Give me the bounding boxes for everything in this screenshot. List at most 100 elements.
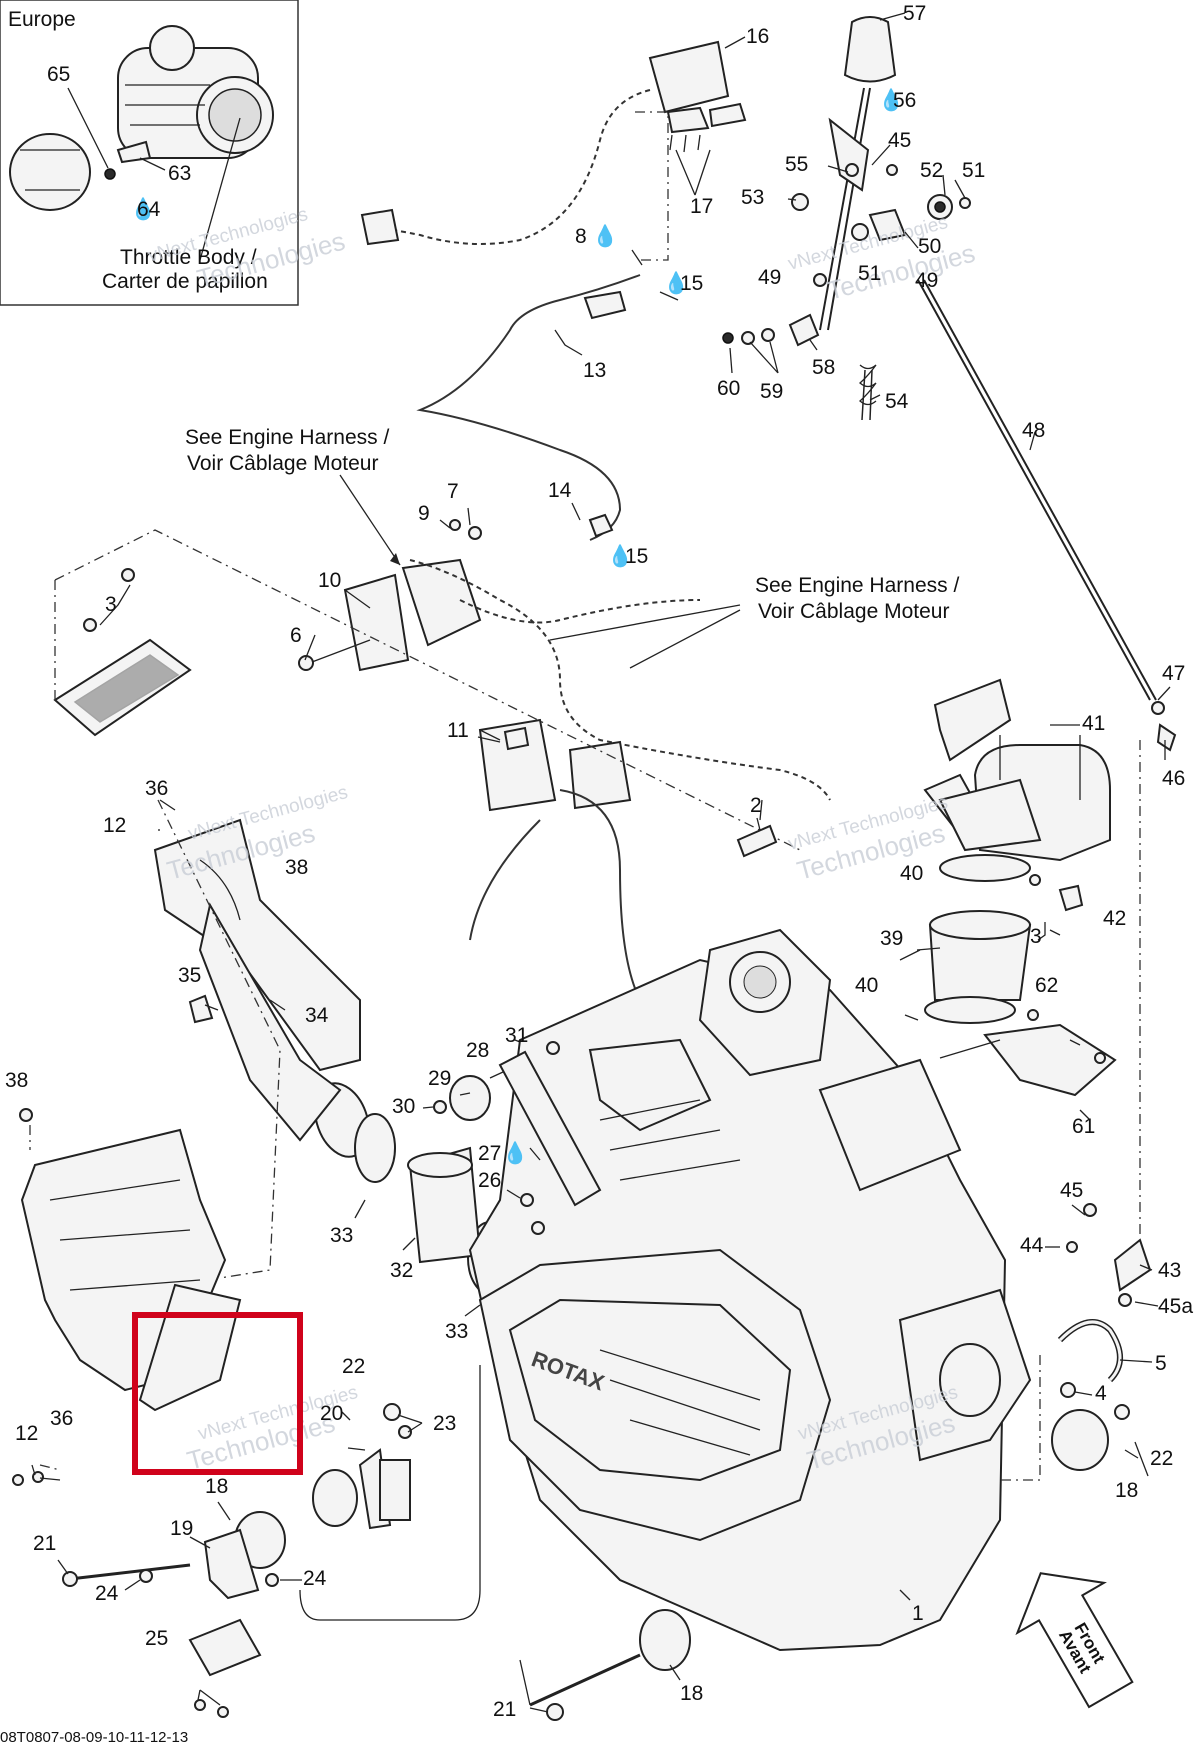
callout-38-top: 38 (285, 856, 308, 879)
callout-21-left: 21 (33, 1532, 56, 1555)
callout-45a-top: 45 (888, 129, 911, 152)
callout-29: 29 (428, 1067, 451, 1090)
callout-46: 46 (1162, 767, 1185, 790)
callout-48: 48 (1022, 419, 1045, 442)
callout-24-left: 24 (95, 1582, 119, 1605)
callout-49-left: 49 (758, 266, 781, 289)
callout-47: 47 (1162, 662, 1185, 685)
leader-lines (31, 12, 1171, 1713)
throttle-body-illustration (9, 25, 274, 261)
callout-54: 54 (885, 390, 909, 413)
inset-region-label: Europe (8, 8, 76, 31)
callout-20: 20 (320, 1402, 343, 1425)
callout-43: 43 (1158, 1259, 1181, 1282)
callout-3-right: 3 (1030, 925, 1042, 948)
callout-25: 25 (145, 1627, 168, 1650)
callout-30: 30 (392, 1095, 415, 1118)
callout-7: 7 (447, 480, 459, 503)
callout-numbers: 57 💧 56 16 17 45 55 52 51 53 50 49 51 49… (5, 2, 1193, 1721)
callout-14: 14 (548, 479, 572, 502)
callout-11: 11 (447, 719, 469, 742)
callout-1: 1 (912, 1602, 924, 1625)
callout-18-left: 18 (205, 1475, 228, 1498)
callout-62: 62 (1035, 974, 1058, 997)
callout-56: 56 (893, 89, 916, 112)
front-direction-arrow: Front Avant (1015, 1572, 1134, 1709)
callout-38-left: 38 (5, 1069, 28, 1092)
callout-3-left: 3 (105, 593, 117, 616)
callout-18-bottom: 18 (680, 1682, 703, 1705)
callout-27: 27 (478, 1142, 501, 1165)
callout-9: 9 (418, 502, 430, 525)
callout-64: 💧 (130, 196, 156, 221)
callout-56-drop: 💧 (878, 87, 904, 112)
harness-notes: See Engine Harness / Voir Câblage Moteur… (185, 426, 959, 669)
callout-55: 55 (785, 153, 808, 176)
inset-caption-line2: Carter de papillon (102, 270, 268, 293)
callout-13: 13 (583, 359, 606, 382)
callout-8-drop: 💧 (592, 223, 618, 248)
callout-36-top: 36 (145, 777, 168, 800)
harness-center (53, 274, 831, 1001)
note-harness-2-line1: See Engine Harness / (755, 574, 959, 597)
callout-22-left: 22 (342, 1355, 365, 1378)
callout-34: 34 (305, 1004, 329, 1027)
callout-42: 42 (1103, 907, 1126, 930)
callout-64-number: 64 (137, 198, 161, 221)
callout-18-right: 18 (1115, 1479, 1138, 1502)
callout-5: 5 (1155, 1352, 1167, 1375)
inset-caption-line1: Throttle Body / (120, 246, 257, 269)
callout-2: 2 (750, 794, 762, 817)
callout-40-bottom: 40 (855, 974, 878, 997)
callout-33-top: 33 (330, 1224, 353, 1247)
callout-15-top: 15 (680, 272, 703, 295)
callout-58: 58 (812, 356, 835, 379)
callout-4: 4 (1095, 1382, 1107, 1405)
callout-52: 52 (920, 159, 943, 182)
air-intake-left (153, 818, 513, 1295)
callout-45-mid: 45 (1060, 1179, 1083, 1202)
callout-12-bottom: 12 (15, 1422, 38, 1445)
callout-59: 59 (760, 380, 783, 403)
callout-27-drop: 💧 (502, 1140, 528, 1165)
callout-17: 17 (690, 195, 713, 218)
callout-15-mid: 15 (625, 545, 648, 568)
callout-60: 60 (717, 377, 740, 400)
callout-57: 57 (903, 2, 926, 25)
callout-24-right: 24 (303, 1567, 327, 1590)
callout-49-right: 49 (915, 269, 938, 292)
callout-6: 6 (290, 624, 302, 647)
callout-33-bottom: 33 (445, 1320, 468, 1343)
callout-65: 65 (47, 63, 70, 86)
highlight-box-part-37 (132, 1312, 303, 1475)
callout-61: 61 (1072, 1115, 1095, 1138)
callout-39: 39 (880, 927, 903, 950)
switch-assembly (360, 40, 747, 261)
callout-22-right: 22 (1150, 1447, 1173, 1470)
callout-8: 8 (575, 225, 587, 248)
callout-12-top: 12 (103, 814, 126, 837)
throttle-body-inset: Europe 65 63 💧 64 Throttle Body / Carter… (0, 0, 299, 306)
rotax-engine: ROTAX (299, 740, 1152, 1721)
air-filter-right (923, 678, 1117, 1097)
callout-28: 28 (466, 1039, 489, 1062)
footer-drawing-code: 08T0807-08-09-10-11-12-13 (0, 1729, 188, 1746)
callout-26: 26 (478, 1169, 501, 1192)
callout-45a: 45a (1158, 1295, 1193, 1318)
callout-10: 10 (318, 569, 341, 592)
callout-16: 16 (746, 25, 769, 48)
callout-15-top-drop: 💧 (663, 270, 689, 295)
callout-51: 51 (962, 159, 985, 182)
callout-35: 35 (178, 964, 201, 987)
callout-32: 32 (390, 1259, 413, 1282)
note-harness-1-line2: Voir Câblage Moteur (187, 452, 378, 475)
note-harness-2-line2: Voir Câblage Moteur (758, 600, 949, 623)
callout-21-bottom: 21 (493, 1698, 516, 1721)
callout-15-mid-drop: 💧 (607, 543, 633, 568)
callout-53: 53 (741, 186, 764, 209)
callout-40-top: 40 (900, 862, 923, 885)
callout-23: 23 (433, 1412, 456, 1435)
callout-31: 31 (505, 1024, 528, 1047)
callout-19: 19 (170, 1517, 193, 1540)
